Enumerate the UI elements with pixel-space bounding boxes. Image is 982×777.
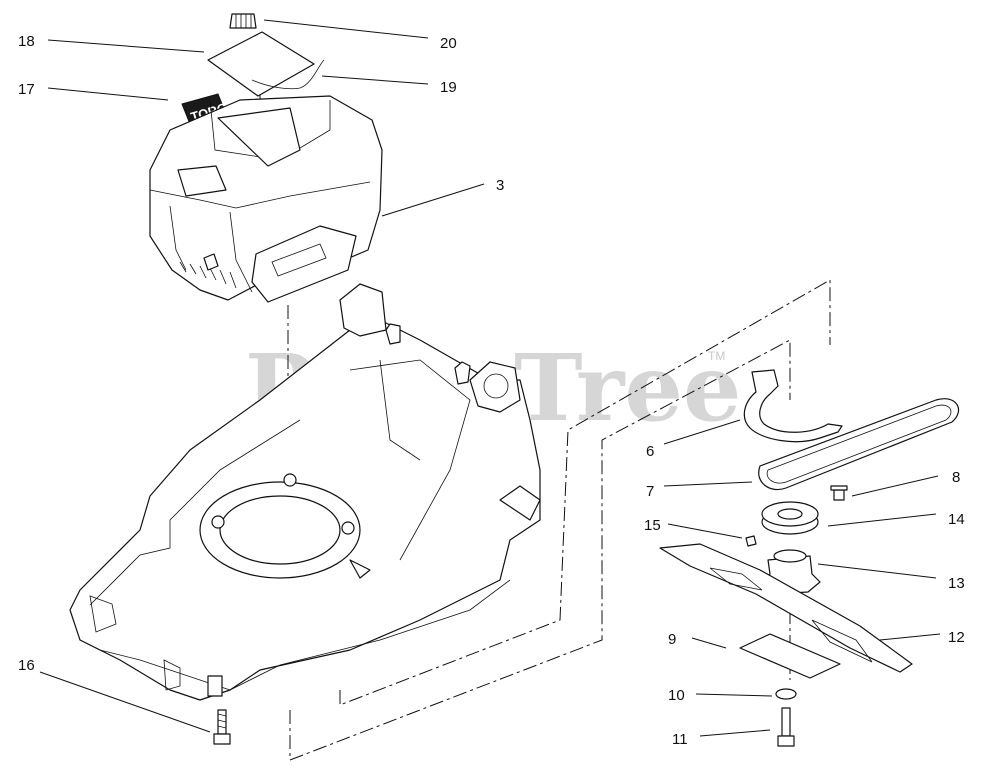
callout-15: 15	[644, 517, 743, 539]
callout-number: 10	[668, 687, 685, 704]
decal-sheet	[207, 31, 315, 97]
screw-8	[830, 485, 848, 501]
callout-number: 6	[646, 443, 654, 460]
callout-number: 16	[18, 657, 35, 674]
callout-11: 11	[672, 729, 771, 748]
watermark-tm: TM	[708, 349, 725, 363]
callout-7: 7	[646, 481, 753, 500]
callout-number: 20	[440, 35, 457, 52]
callout-14: 14	[827, 511, 965, 528]
callout-10: 10	[668, 687, 773, 704]
callout-9: 9	[668, 631, 727, 649]
callout-number: 11	[672, 731, 688, 748]
callout-number: 12	[948, 629, 965, 646]
drive-belt	[758, 398, 959, 491]
blade-stiffener	[739, 633, 841, 679]
callout-19: 19	[321, 75, 457, 96]
callout-12: 12	[879, 629, 965, 646]
setscrew	[745, 535, 757, 547]
callout-13: 13	[817, 563, 965, 592]
belt-bracket	[743, 369, 843, 443]
fuel-cap	[229, 13, 257, 29]
callout-number: 18	[18, 33, 35, 50]
callout-8: 8	[851, 469, 960, 497]
callout-number: 9	[668, 631, 676, 648]
callout-number: 14	[948, 511, 965, 528]
callout-18: 18	[18, 33, 205, 53]
mower-deck	[69, 283, 541, 701]
callout-number: 3	[496, 177, 504, 194]
callout-number: 17	[18, 81, 35, 98]
callout-number: 19	[440, 79, 457, 96]
callout-3: 3	[381, 177, 504, 217]
pulley	[761, 501, 819, 535]
callout-number: 15	[644, 517, 661, 534]
bolt-16	[213, 709, 231, 745]
callout-17: 17	[18, 81, 169, 101]
washer	[775, 688, 797, 700]
wire	[251, 59, 325, 90]
mower-blade	[659, 543, 913, 673]
callout-20: 20	[263, 19, 457, 52]
engine	[149, 95, 383, 303]
callout-number: 8	[952, 469, 960, 486]
callout-number: 7	[646, 483, 654, 500]
blade-bolt	[777, 707, 795, 747]
callout-16: 16	[18, 657, 211, 733]
callout-6: 6	[646, 419, 741, 460]
callout-number: 13	[948, 575, 965, 592]
